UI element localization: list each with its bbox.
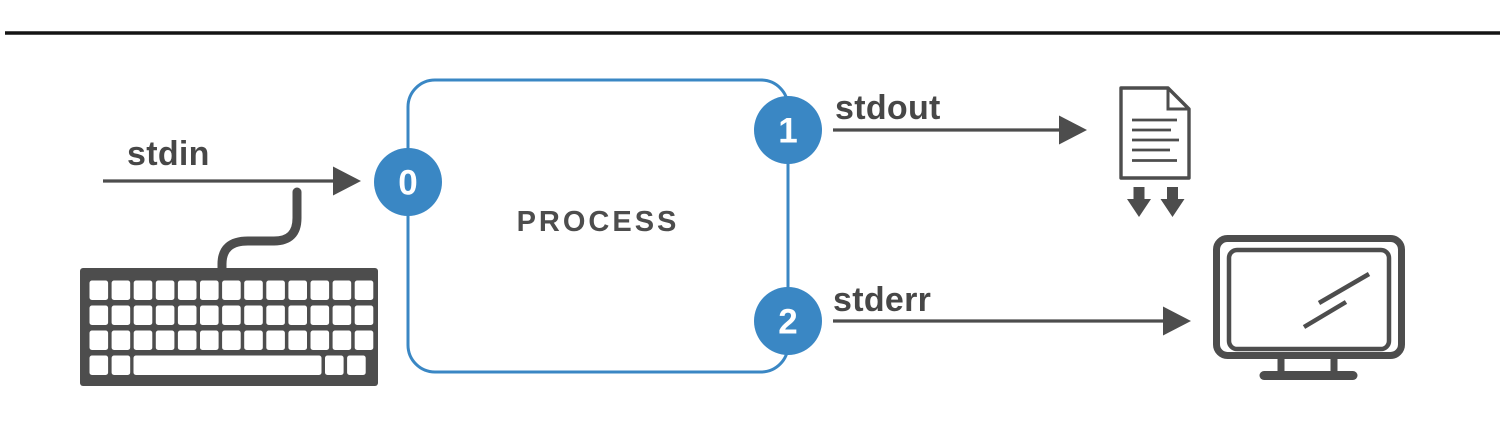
keyboard-key — [310, 305, 330, 325]
keyboard-key — [332, 305, 352, 325]
keyboard-key — [288, 280, 307, 300]
keyboard-key — [222, 280, 241, 300]
keyboard-key — [222, 305, 241, 325]
stderr-flow: stderr — [833, 281, 1191, 336]
keyboard-cable — [217, 187, 302, 276]
keyboard-key — [200, 330, 219, 350]
process-label: PROCESS — [517, 206, 680, 238]
keyboard-key — [288, 305, 307, 325]
keyboard-icon — [80, 268, 378, 386]
fd0-badge: 0 — [374, 148, 442, 216]
keyboard-key — [288, 330, 307, 350]
keyboard-key — [354, 330, 374, 350]
keyboard-key — [177, 280, 197, 300]
keyboard-key — [89, 355, 109, 375]
screen-glare-slash — [1317, 272, 1371, 305]
keyboard-key — [244, 280, 263, 300]
fd1-badge: 1 — [754, 96, 822, 164]
keyboard-key — [177, 330, 197, 350]
keyboard-key — [325, 355, 344, 375]
keyboard-key — [111, 330, 131, 350]
document-fold-corner — [1166, 88, 1189, 111]
keyboard-key — [244, 330, 263, 350]
keyboard-key — [155, 330, 175, 350]
keyboard-key — [332, 280, 352, 300]
keyboard-key — [266, 330, 285, 350]
keyboard-key — [133, 305, 153, 325]
fd2-badge: 2 — [754, 287, 822, 355]
keyboard-key — [200, 280, 219, 300]
keyboard-key — [310, 280, 330, 300]
keyboard-key — [177, 305, 197, 325]
keyboard-key — [222, 330, 241, 350]
monitor-leg — [1330, 356, 1338, 373]
stdout-arrowhead-icon — [1059, 115, 1087, 145]
keyboard-key — [133, 355, 322, 375]
fd0-number: 0 — [398, 164, 417, 203]
monitor-icon — [1213, 235, 1405, 380]
stdout-label: stdout — [835, 89, 941, 127]
stdout-flow: stdout — [833, 89, 1087, 145]
keyboard-key — [111, 305, 131, 325]
down-arrowhead-icon — [1127, 199, 1151, 217]
keyboard-key — [133, 280, 153, 300]
keyboard-key — [347, 355, 366, 375]
monitor-screen — [1226, 247, 1392, 352]
keyboard-key — [89, 280, 109, 300]
screen-glare-slash — [1302, 300, 1348, 329]
keyboard-key — [133, 330, 153, 350]
document-page — [1119, 86, 1191, 180]
down-arrow-shaft — [1133, 187, 1145, 200]
fd1-number: 1 — [778, 112, 797, 151]
keyboard-key — [354, 305, 374, 325]
down-arrowhead-icon — [1160, 199, 1185, 217]
fd2-number: 2 — [778, 303, 797, 342]
monitor-frame — [1213, 235, 1405, 359]
stderr-label: stderr — [833, 281, 931, 319]
monitor-leg — [1277, 356, 1285, 373]
keyboard-keys — [89, 280, 374, 375]
fd0-circle — [374, 148, 442, 216]
download-arrows-icon — [1127, 187, 1185, 217]
stdin-arrowhead-icon — [333, 166, 361, 196]
process-box — [406, 78, 790, 374]
keyboard-key — [310, 330, 330, 350]
stdin-label: stdin — [127, 135, 210, 173]
keyboard-key — [354, 280, 374, 300]
down-arrow-shaft — [1167, 187, 1178, 200]
keyboard-key — [155, 280, 175, 300]
keyboard-key — [266, 305, 285, 325]
fd1-circle — [754, 96, 822, 164]
fd2-circle — [754, 287, 822, 355]
keyboard-key — [266, 280, 285, 300]
keyboard-key — [200, 305, 219, 325]
keyboard-key — [89, 330, 109, 350]
stderr-arrowhead-icon — [1163, 306, 1191, 336]
keyboard-key — [89, 305, 109, 325]
keyboard-key — [111, 280, 131, 300]
keyboard-key — [244, 305, 263, 325]
keyboard-key — [332, 330, 352, 350]
keyboard-key — [155, 305, 175, 325]
document-icon — [1119, 86, 1191, 217]
keyboard-key — [111, 355, 131, 375]
stdin-flow: stdin — [103, 135, 361, 196]
